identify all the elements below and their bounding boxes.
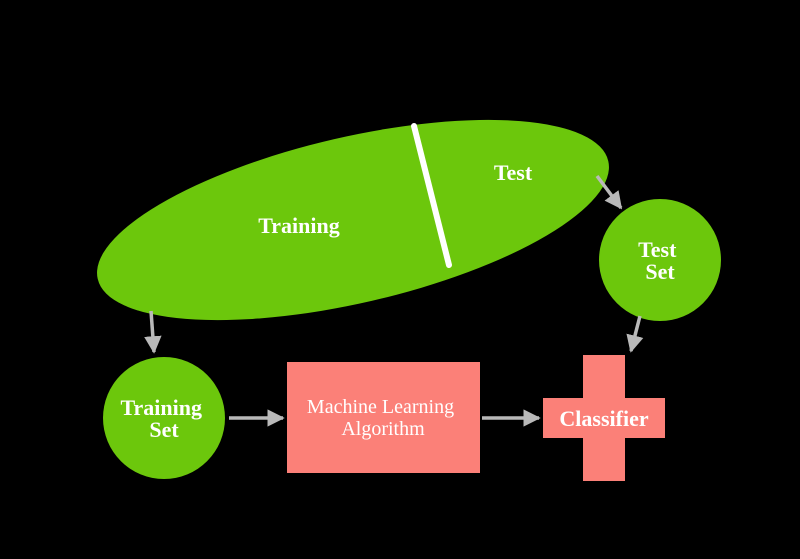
training-set-label-line1: Training bbox=[120, 395, 202, 420]
ml-algorithm-label-line2: Algorithm bbox=[341, 418, 425, 440]
test-set-label-line1: Test bbox=[638, 237, 677, 262]
classifier-cross bbox=[543, 355, 665, 481]
train-test-divider bbox=[411, 123, 452, 268]
ml-algorithm-label-line1: Machine Learning bbox=[307, 396, 454, 418]
arrow-ellipse-to-test-set bbox=[595, 174, 623, 210]
ml-algorithm-box bbox=[287, 362, 480, 473]
test-region-label: Test bbox=[494, 160, 533, 185]
training-region-label: Training bbox=[258, 213, 340, 238]
classifier-cross-horizontal-bar bbox=[543, 398, 665, 438]
dataset-ellipse bbox=[97, 119, 609, 321]
training-set-label-line2: Set bbox=[149, 417, 179, 442]
training-set-circle bbox=[103, 357, 225, 479]
ml-algorithm-label: Machine Learning Algorithm bbox=[307, 396, 459, 440]
test-set-label: Test Set bbox=[638, 237, 682, 284]
classifier-label: Classifier bbox=[559, 406, 648, 431]
arrow-ellipse-to-training-set bbox=[144, 310, 162, 354]
arrow-test-set-to-classifier bbox=[626, 315, 644, 353]
training-set-label: Training Set bbox=[120, 395, 207, 442]
test-set-circle bbox=[599, 199, 721, 321]
test-set-label-line2: Set bbox=[645, 259, 675, 284]
